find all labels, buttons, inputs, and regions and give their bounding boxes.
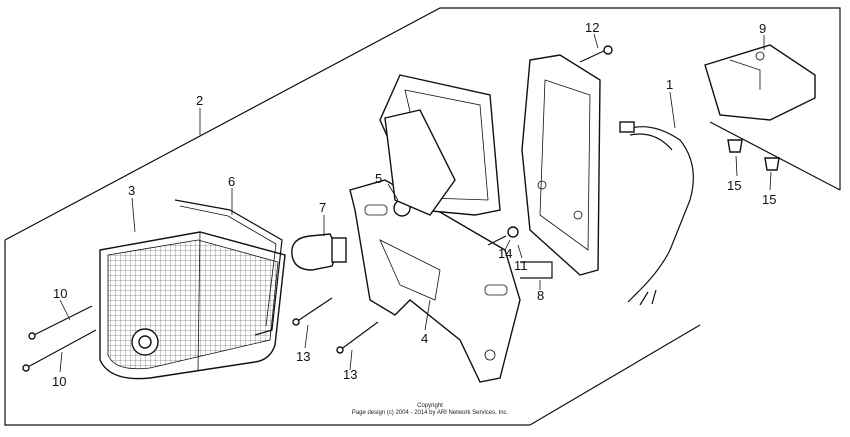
small-hardware (487, 45, 780, 279)
leader-lines (59, 33, 772, 373)
wire-harness (619, 121, 694, 306)
callout-3: 3 (128, 183, 135, 198)
callout-14: 14 (498, 246, 512, 261)
callout-6: 6 (228, 174, 235, 189)
lens-screws (22, 305, 97, 372)
copyright-notice: Page design (c) 2004 - 2014 by ARI Netwo… (352, 410, 509, 416)
callout-11: 11 (514, 258, 528, 273)
callout-7: 7 (319, 200, 326, 215)
rear-case (521, 54, 601, 276)
callout-8: 8 (537, 288, 544, 303)
callout-1: 1 (666, 77, 673, 92)
callout-5: 5 (375, 171, 382, 186)
lens-gasket (174, 199, 283, 336)
light-housing (379, 74, 501, 216)
copyright-label: Copyright (417, 403, 443, 409)
bulb (291, 233, 347, 271)
callout-15-right: 15 (762, 192, 776, 207)
callout-2: 2 (196, 93, 203, 108)
callout-10-lower: 10 (52, 374, 66, 389)
callout-15-left: 15 (727, 178, 741, 193)
callout-4: 4 (421, 331, 428, 346)
callout-10-upper: 10 (53, 286, 67, 301)
callout-13-left: 13 (296, 349, 310, 364)
callout-12: 12 (585, 20, 599, 35)
license-plate-bracket (349, 179, 521, 383)
callout-13-right: 13 (343, 367, 357, 382)
assembly-frame (4, 7, 841, 426)
plate-screws (292, 297, 379, 354)
mounting-bracket (704, 44, 816, 121)
callout-9: 9 (759, 21, 766, 36)
tail-light-lens (99, 231, 286, 380)
